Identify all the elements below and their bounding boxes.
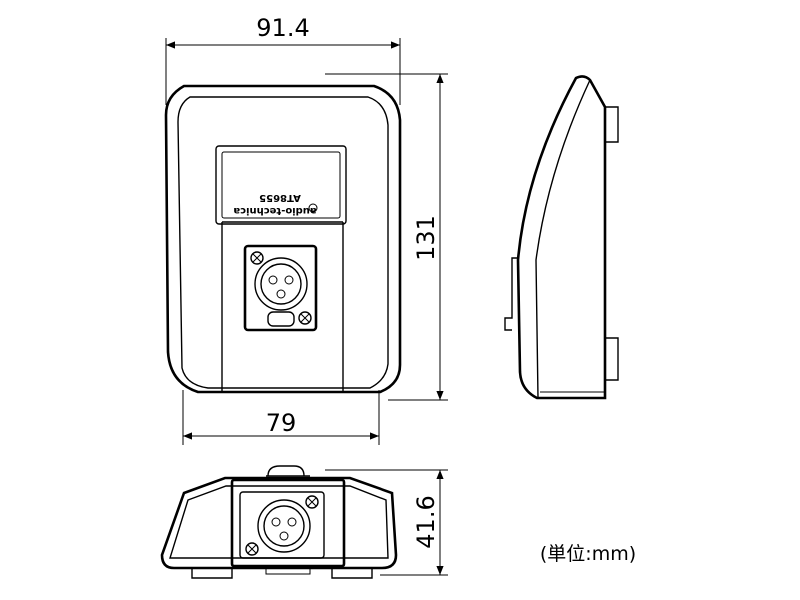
brand-label: audio-technica: [233, 205, 316, 216]
unit-note: (単位:mm): [540, 543, 636, 565]
front-outer-outline: [164, 84, 402, 394]
screw-icon: [298, 311, 312, 325]
top-width-label: 91.4: [256, 14, 309, 42]
front-view: AT8655 audio-technica: [164, 84, 402, 394]
height-dimension: 131: [325, 73, 448, 401]
bottom-outer-outline: [160, 476, 398, 570]
side-bracket: [504, 257, 518, 331]
bottom-foot-left: [191, 568, 233, 579]
screw-icon: [250, 251, 264, 265]
brand-logo-icon: [308, 203, 318, 213]
side-back-plate-bottom: [605, 337, 619, 381]
depth-dimension: 41.6: [325, 469, 448, 576]
model-label: AT8655: [259, 192, 301, 203]
front-xlr-connector: [243, 244, 318, 332]
side-back-plate-top: [605, 106, 619, 143]
bottom-inner-outline: [169, 485, 389, 559]
bottom-xlr-connector: [239, 491, 325, 559]
side-inner-curve: [535, 79, 591, 399]
bottom-connector-frame: [230, 478, 346, 568]
side-outer-outline: [516, 75, 607, 400]
front-inner-outline: [177, 96, 389, 389]
bottom-width-dimension: 79: [182, 390, 380, 445]
side-view: [504, 75, 619, 400]
bottom-view: [160, 465, 398, 579]
top-width-dimension: 91.4: [165, 14, 401, 105]
depth-label: 41.6: [412, 495, 440, 548]
bottom-width-label: 79: [266, 409, 297, 437]
height-label: 131: [412, 215, 440, 261]
label-window-inner: [221, 151, 341, 219]
screw-icon: [245, 542, 259, 556]
label-window: [215, 145, 347, 225]
front-face-panel: [221, 221, 344, 392]
bottom-foot-right: [331, 568, 373, 579]
screw-icon: [305, 495, 319, 509]
